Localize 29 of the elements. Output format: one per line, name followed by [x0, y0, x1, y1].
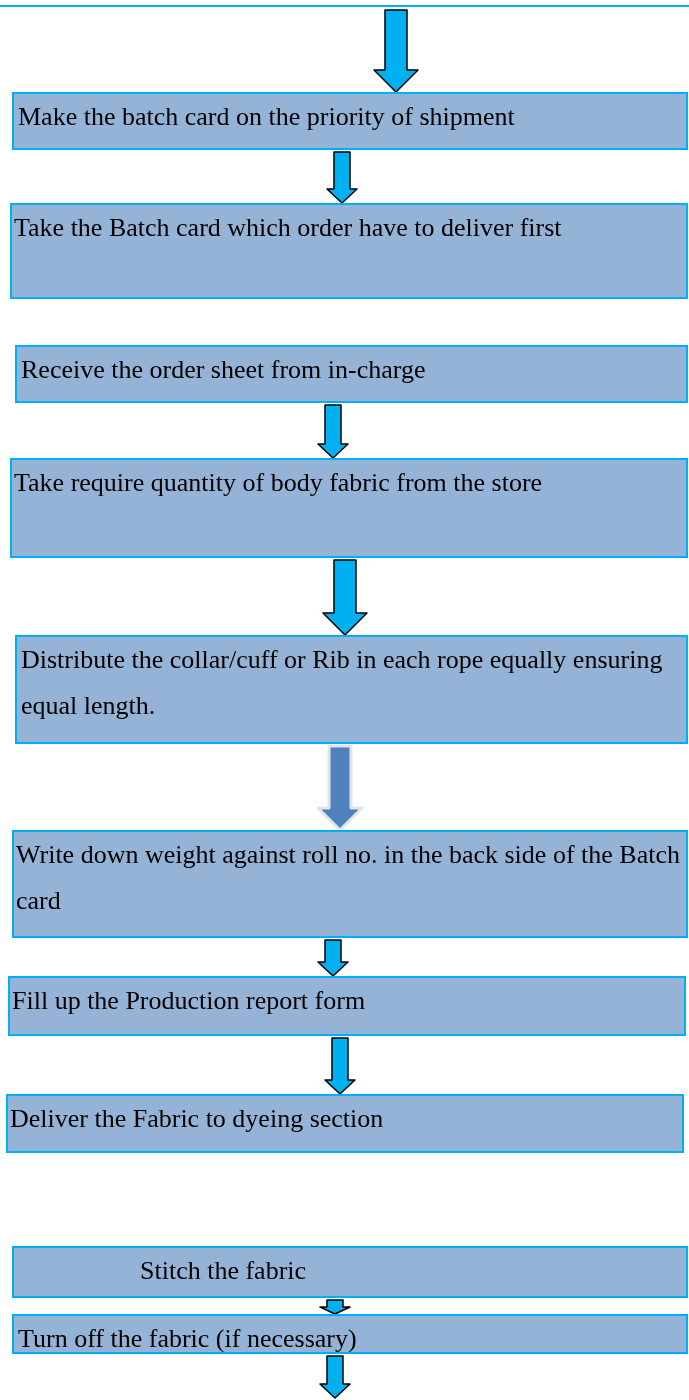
process-box — [8, 976, 686, 1036]
block-arrow — [324, 1037, 356, 1095]
block-arrow — [317, 404, 349, 459]
block-arrow — [373, 9, 419, 93]
block-arrow — [322, 559, 368, 636]
step-text: Write down weight against roll no. in the back side of the Batch card — [16, 839, 681, 917]
step-text: Take the Batch card which order have to deliver first — [14, 212, 563, 244]
block-arrow — [317, 939, 349, 977]
process-box — [10, 458, 688, 558]
process-box — [12, 1246, 688, 1298]
step-text: Deliver the Fabric to dyeing section — [10, 1103, 385, 1135]
process-box — [15, 345, 688, 403]
process-box — [10, 203, 688, 299]
step-text: Take require quantity of body fabric from the store — [14, 467, 544, 499]
step-text: Receive the order sheet from in-charge — [21, 354, 427, 386]
step-text: Turn off the fabric (if necessary) — [18, 1323, 358, 1355]
step-text: Fill up the Production report form — [12, 985, 367, 1017]
block-arrow — [319, 1299, 351, 1315]
process-box — [12, 830, 688, 938]
step-text: Make the batch card on the priority of shipment — [18, 101, 516, 133]
process-box — [12, 1314, 688, 1354]
block-arrow — [326, 151, 358, 204]
process-box — [6, 1094, 684, 1153]
block-arrow — [316, 744, 364, 832]
process-box — [15, 635, 688, 744]
process-box — [12, 92, 688, 150]
step-text: Distribute the collar/cuff or Rib in each rope equally ensuring equal length. — [21, 644, 664, 722]
step-text: Stitch the fabric — [140, 1255, 308, 1287]
block-arrow — [319, 1355, 351, 1399]
